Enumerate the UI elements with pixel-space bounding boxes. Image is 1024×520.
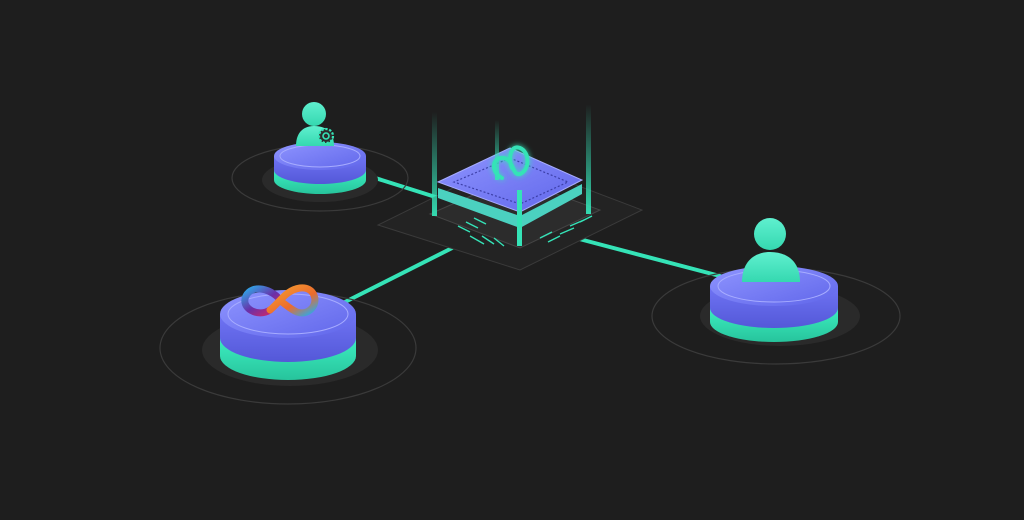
infinity-s-logo-icon (492, 145, 530, 180)
user-gear-icon (296, 102, 335, 146)
icp-node (159, 284, 417, 405)
icp-infinity-logo-icon (241, 284, 319, 317)
connection-hub-icp (343, 238, 470, 304)
hub-light-beams (432, 104, 591, 246)
admin-node (231, 102, 409, 212)
hub-chip (376, 104, 644, 271)
connection-hub-user (566, 234, 722, 278)
user-node (651, 218, 901, 365)
admin-node-top (274, 142, 366, 170)
user-icon (742, 218, 800, 282)
icp-node-top (220, 290, 356, 338)
hub-chip-pins (457, 215, 593, 247)
user-node-top (710, 266, 838, 306)
hub-chip-inner-frame (452, 157, 570, 205)
hub-chip-side (438, 184, 582, 228)
